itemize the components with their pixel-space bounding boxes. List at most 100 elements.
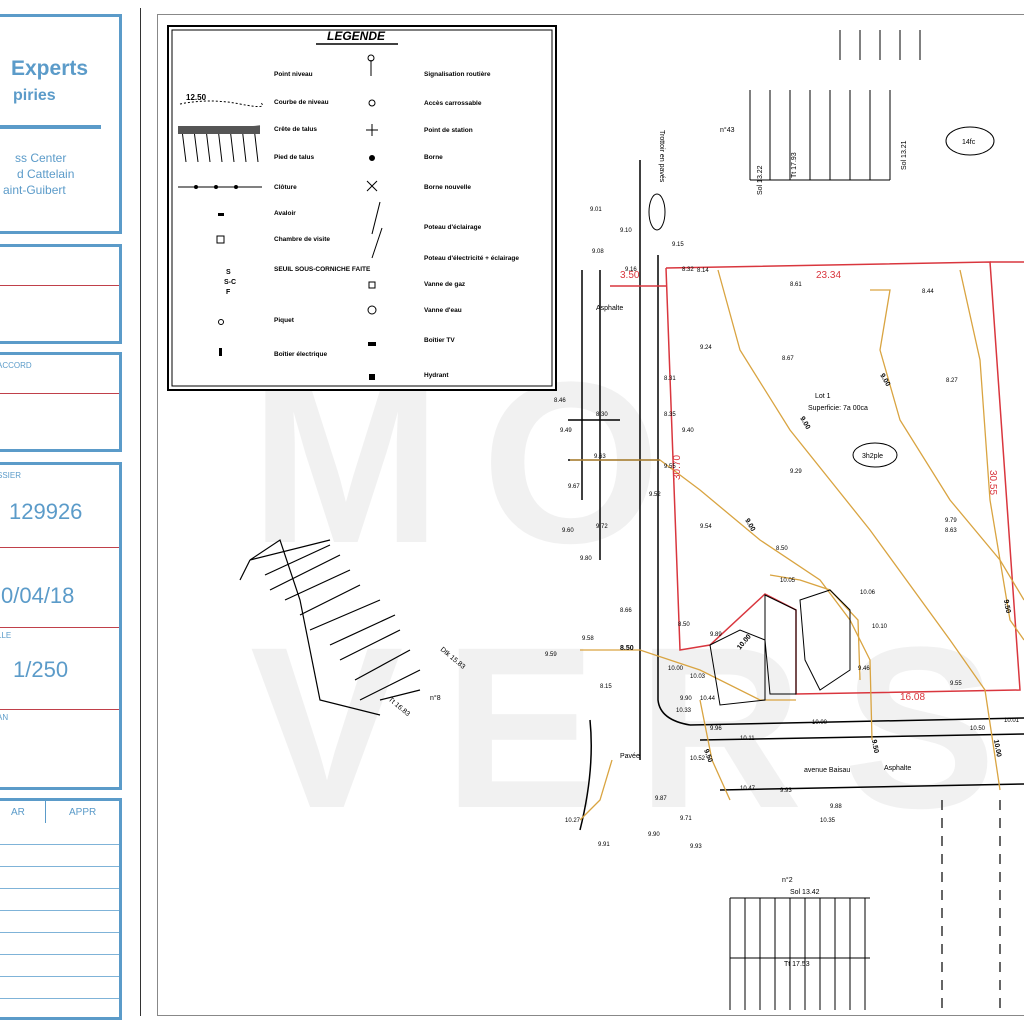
spot-height: 10.00 [812, 720, 828, 726]
spot-height: 9.10 [620, 228, 632, 234]
contour-label: 9.00 [798, 416, 811, 431]
legend-left-label: SEUIL SOUS-CORNICHE FAITE [274, 266, 371, 273]
spot-height: 9.49 [560, 428, 572, 434]
legend-right-label: Poteau d'éclairage [424, 224, 482, 231]
dim-top: 23.34 [816, 270, 841, 281]
company-address-2: d Cattelain [17, 167, 75, 181]
legend-left-label: Chambre de visite [274, 236, 330, 243]
legend-right-label: Hydrant [424, 372, 449, 379]
legend-right-label: Borne nouvelle [424, 184, 471, 191]
revisions-row-lines [0, 823, 119, 1017]
company-subtitle: piries [13, 87, 56, 104]
spot-height: 9.87 [655, 796, 667, 802]
red-divider [0, 393, 119, 394]
spot-height: 9.60 [562, 528, 574, 534]
legend-left-label: Clôture [274, 184, 297, 191]
spot-height: 9.79 [945, 518, 957, 524]
contour-label: 10.00 [736, 633, 753, 651]
contour-label: 9.00 [743, 518, 756, 533]
echelle-label: LLE [0, 631, 12, 640]
spot-height: 8.44 [922, 289, 934, 295]
spot-height: 9.90 [648, 832, 660, 838]
contour-label: 9.00 [878, 373, 891, 388]
legend-title: LEGENDE [327, 29, 386, 43]
title-block-accord: ACCORD [0, 352, 122, 452]
spot-height: 8.31 [664, 376, 676, 382]
spot-height: 9.46 [858, 666, 870, 672]
revisions-header-ar: AR [11, 807, 25, 818]
legend-sample-level: 12.50 [186, 93, 207, 102]
parcel-a-label: 3h2ple [862, 453, 883, 460]
spot-height: 9.54 [700, 524, 712, 530]
sheet-divider [140, 8, 141, 1016]
spot-height: 9.40 [682, 428, 694, 434]
spot-height: 8.32 [682, 267, 694, 273]
spot-height: 10.01 [1004, 718, 1020, 724]
asphalte-1: Asphalte [596, 305, 623, 312]
spot-height: 10.47 [740, 786, 756, 792]
contour-lines [570, 269, 1024, 821]
company-divider [0, 125, 101, 129]
red-divider [0, 547, 119, 548]
spot-height: 8.61 [790, 282, 802, 288]
dossier-label: SSIER [0, 471, 22, 480]
revisions-header-appr: APPR [69, 807, 97, 818]
dim-right: 30.55 [987, 470, 998, 495]
stair-block-bottom [729, 897, 870, 1010]
legend-left-label: Avaloir [274, 210, 296, 217]
no43-label: n°43 [720, 126, 735, 134]
spot-height: 8.46 [554, 398, 566, 404]
spot-height: 8.15 [600, 684, 612, 690]
spot-height: 8.50 [678, 622, 690, 628]
legend-right-label: Vanne d'eau [424, 307, 462, 314]
spot-height: 10.00 [668, 666, 684, 672]
stair-block-top [749, 30, 921, 181]
legend-left-label: Courbe de niveau [274, 99, 329, 106]
spot-height: 9.29 [790, 469, 802, 475]
title-block-company: Experts piries ss Center d Cattelain ain… [0, 14, 122, 234]
contour-label: 9.50 [1002, 599, 1011, 614]
revisions-table: AR APPR [0, 798, 122, 1020]
spot-height: 9.89 [710, 632, 722, 638]
spot-height: 8.67 [782, 356, 794, 362]
spot-height: 8.30 [596, 412, 608, 418]
lot-label: Lot 1 [815, 393, 831, 400]
legend-symbol-s: S [226, 269, 231, 276]
spot-height: 9.67 [568, 484, 580, 490]
spot-height: 9.71 [680, 816, 692, 822]
contour-label: 8.50 [620, 645, 634, 652]
legend-left-label: Point niveau [274, 71, 313, 78]
spot-height: 10.27 [565, 818, 581, 824]
tt-1: Tt 17.93 [791, 152, 798, 178]
spot-height: 10.10 [872, 624, 888, 630]
spot-height: 10.03 [690, 674, 706, 680]
sol-1: Sol 13.22 [757, 165, 764, 195]
spot-height: 8.14 [697, 268, 709, 274]
parcel-tag-b [945, 126, 995, 156]
echelle-value: 1/250 [13, 657, 69, 682]
dim-left: 3.50 [620, 270, 640, 281]
drawing-frame [157, 14, 1024, 1016]
spot-height: 9.91 [598, 842, 610, 848]
legend-right-label: Borne [424, 154, 443, 161]
spot-height: 8.27 [946, 378, 958, 384]
dimensions: 23.34 3.50 16.08 30.55 30.70 [620, 270, 998, 703]
legend-right-label: Poteau d'électricité + éclairage [424, 255, 519, 262]
dossier-date: 0/04/18 [1, 583, 75, 608]
red-divider [0, 627, 119, 628]
legend-right-label: Signalisation routière [424, 71, 491, 78]
spot-height: 10.06 [860, 590, 876, 596]
spot-height: 9.55 [664, 464, 676, 470]
title-block-dossier: SSIER 129926 0/04/18 LLE 1/250 AN [0, 462, 122, 790]
spot-height: 10.05 [780, 578, 796, 584]
spot-height: 8.35 [664, 412, 676, 418]
spot-height: 9.24 [700, 345, 712, 351]
spot-height: 8.63 [945, 528, 957, 534]
company-address-1: ss Center [15, 151, 67, 165]
street-label: avenue Baisau [804, 767, 850, 774]
dim-bottom: 16.08 [900, 692, 925, 703]
legend-left-label: Piquet [274, 317, 295, 324]
trottoir-label: Trottoir en pavés [658, 130, 665, 183]
spot-height: 9.55 [950, 681, 962, 687]
